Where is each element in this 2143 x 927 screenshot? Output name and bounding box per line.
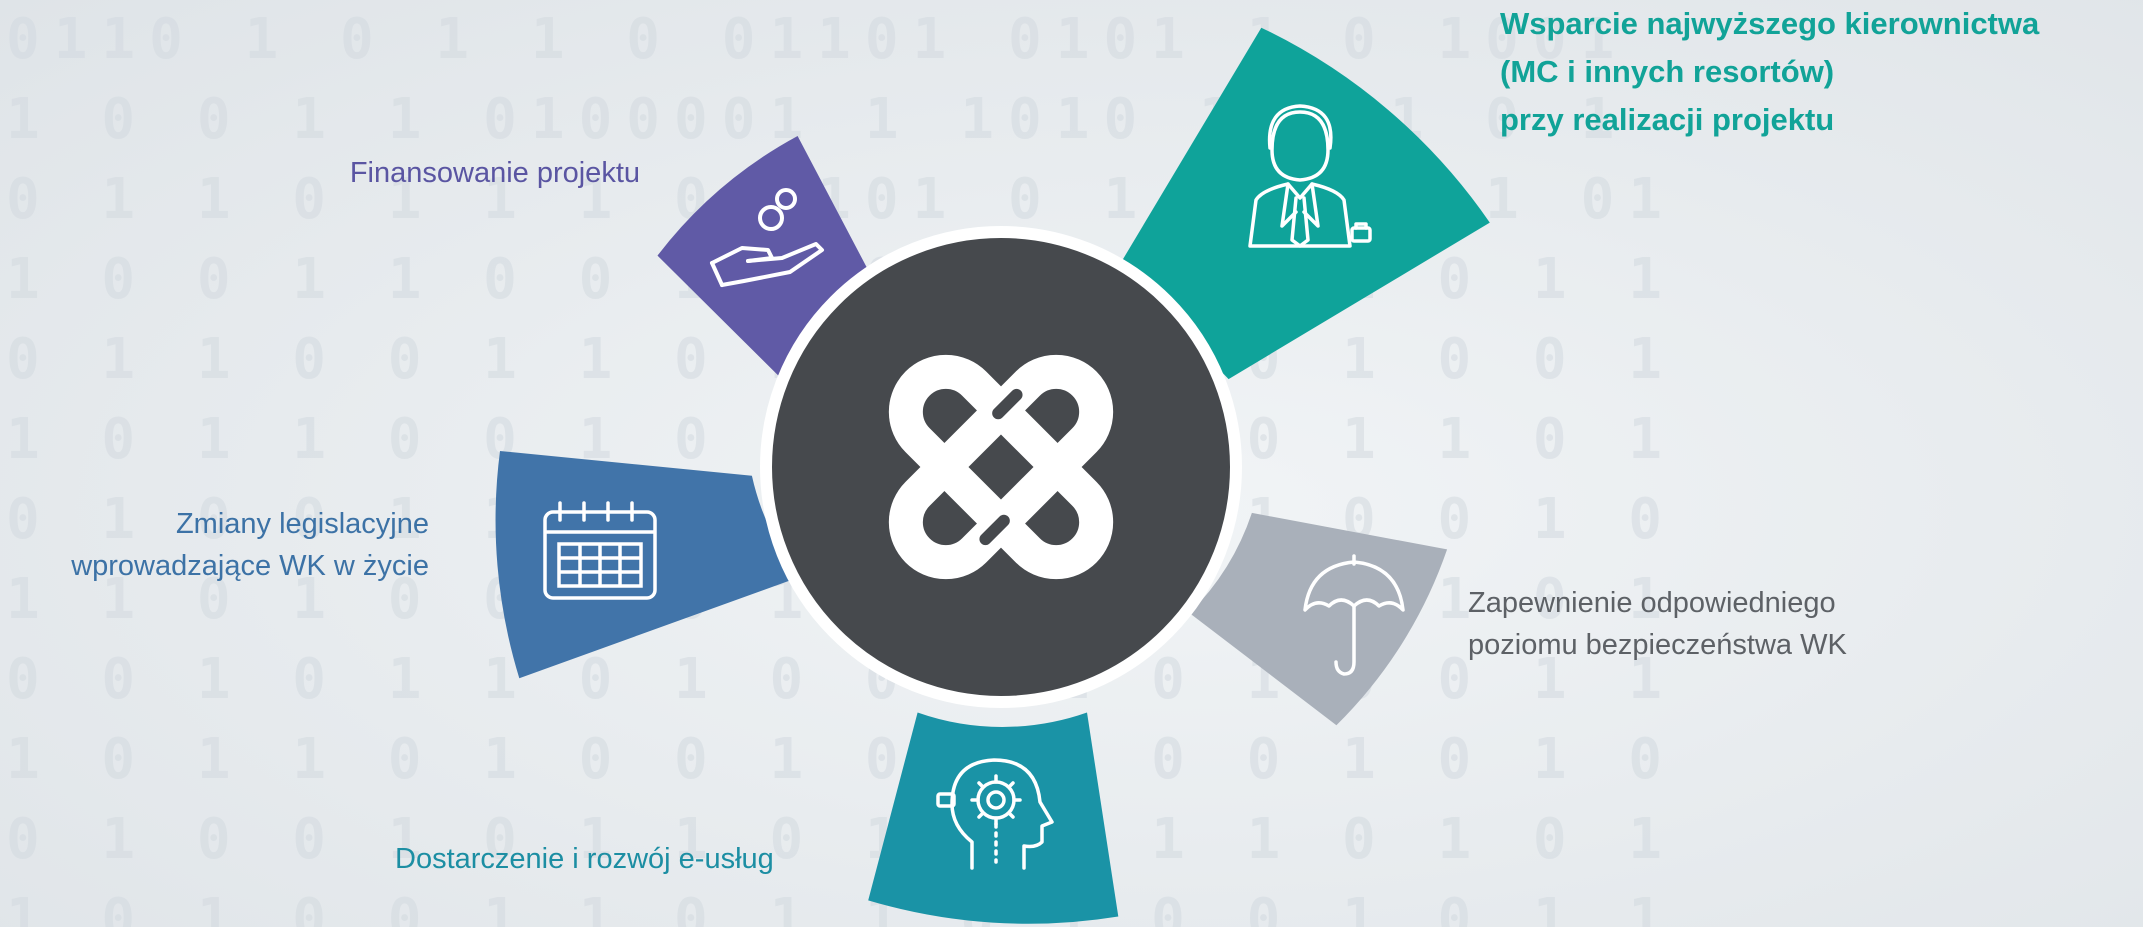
calendar-icon	[543, 501, 657, 600]
label-support-line-1: Wsparcie najwyższego kierownictwa	[1500, 6, 2040, 41]
label-support-line-3: przy realizacji projektu	[1500, 102, 1835, 137]
businessman-icon	[1248, 104, 1372, 248]
interlocking-links-icon	[888, 354, 1114, 580]
label-legislation-line-2: wprowadzające WK w życie	[71, 550, 429, 582]
segment-security	[1189, 512, 1448, 726]
label-security: Zapewnienie odpowiedniego poziomu bezpie…	[1468, 582, 1847, 666]
label-support: Wsparcie najwyższego kierownictwa (MC i …	[1500, 0, 2039, 144]
segment-legislation	[495, 451, 800, 679]
label-eservices: Dostarczenie i rozwój e-usług	[395, 843, 774, 875]
label-security-line-2: poziomu bezpieczeństwa WK	[1468, 629, 1847, 661]
binary-row: 0110 1 0 1 1 0 01101 0101 1 0 1001	[6, 7, 1629, 72]
label-legislation: Zmiany legislacyjne wprowadzające WK w ż…	[71, 503, 429, 587]
label-funding: Finansowanie projektu	[349, 157, 640, 189]
head-gear-icon	[936, 758, 1054, 870]
label-legislation-line-1: Zmiany legislacyjne	[175, 508, 429, 540]
umbrella-icon	[1303, 554, 1405, 676]
hub-circle	[760, 226, 1242, 708]
binary-row: 0 1 0 0 1 0 1 1 0 1 0 0 1 1 0 1 0 1	[6, 807, 1677, 872]
segment-support	[1096, 27, 1490, 380]
label-support-line-2: (MC i innych resortów)	[1500, 54, 1835, 89]
hand-coins-icon	[710, 188, 824, 287]
label-security-line-1: Zapewnienie odpowiedniego	[1468, 587, 1836, 619]
